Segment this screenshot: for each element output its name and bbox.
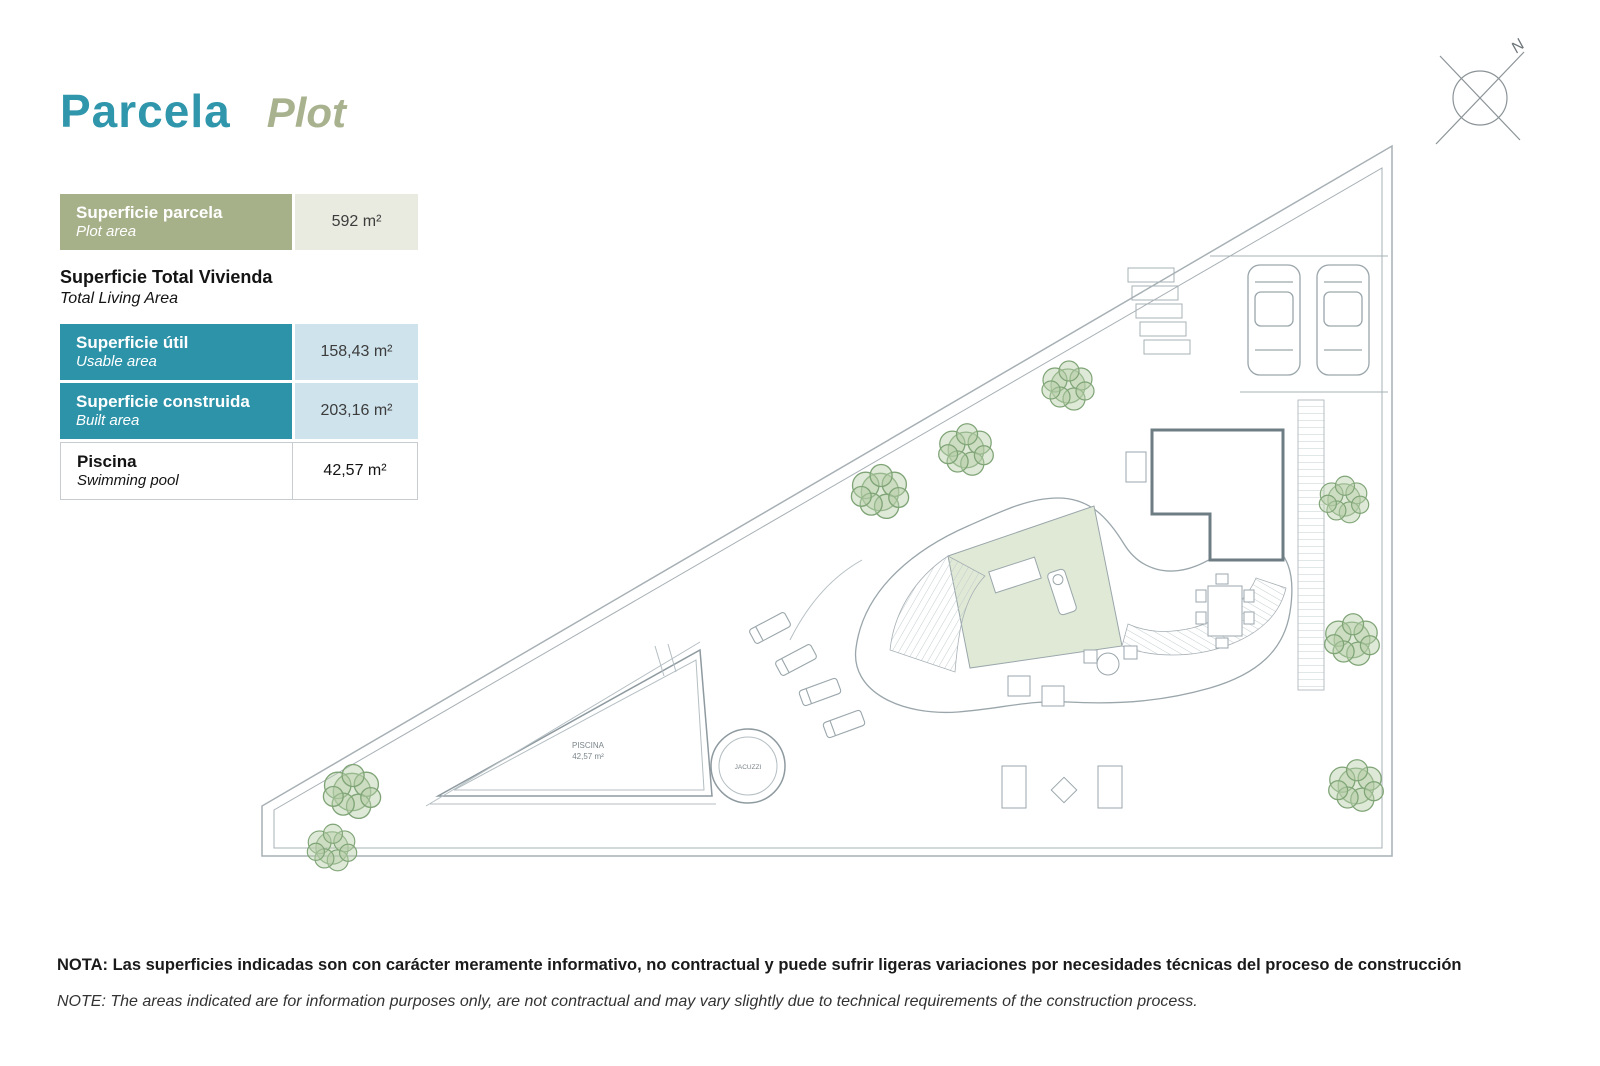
jacuzzi-label: JACUZZI — [735, 764, 762, 771]
plot-area-value: 592 m² — [295, 194, 418, 250]
sun-lounger — [797, 677, 843, 707]
roof-outline — [1150, 428, 1285, 562]
sun-lounger — [774, 642, 818, 678]
compass-north-label: N — [1508, 36, 1528, 57]
car-icon — [1316, 264, 1370, 376]
built-area-label: Superficie construida Built area — [60, 383, 292, 440]
page-subtitle: Plot — [266, 89, 347, 136]
round-table — [1007, 645, 1138, 707]
tree-icon — [306, 823, 358, 872]
tree-icon — [938, 423, 994, 476]
car-icon — [1247, 264, 1301, 376]
pool-area-row: Piscina Swimming pool 42,57 m² — [60, 442, 418, 501]
compass-icon: N — [1435, 36, 1528, 145]
tree-icon — [1324, 613, 1380, 666]
page-title: Parcela — [60, 85, 231, 137]
pool-area-label: 42,57 m² — [572, 752, 604, 761]
built-area-value: 203,16 m² — [295, 383, 418, 440]
tree-icon — [850, 463, 910, 520]
dining-table — [1195, 573, 1255, 649]
walkway-deck — [1297, 399, 1325, 691]
areas-table: Superficie parcela Plot area 592 m² Supe… — [60, 194, 418, 503]
deck-band — [889, 555, 986, 673]
usable-area-label: Superficie útil Usable area — [60, 324, 292, 381]
sun-lounger — [821, 709, 867, 739]
tree-icon — [1318, 475, 1370, 524]
tree-icon — [322, 763, 382, 820]
jacuzzi: JACUZZI — [710, 728, 786, 804]
note-spanish: NOTA: Las superficies indicadas son con … — [57, 956, 1462, 974]
page-header: Parcela Plot — [60, 84, 346, 138]
plot-area-label: Superficie parcela Plot area — [60, 194, 292, 250]
sun-lounger — [748, 610, 792, 646]
note-english: NOTE: The areas indicated are for inform… — [57, 993, 1198, 1010]
living-area-heading: Superficie Total Vivienda Total Living A… — [60, 267, 273, 308]
house-footprint — [789, 428, 1293, 714]
tree-icon — [1041, 360, 1095, 411]
tree-icon — [1328, 759, 1384, 812]
usable-area-row: Superficie útil Usable area 158,43 m² — [60, 324, 418, 381]
garden-furniture — [1001, 765, 1123, 809]
usable-area-value: 158,43 m² — [295, 324, 418, 381]
pool-label: PISCINA — [572, 741, 605, 750]
plot-boundary — [261, 144, 1393, 857]
pool-area-label: Piscina Swimming pool — [61, 443, 293, 500]
built-area-row: Superficie construida Built area 203,16 … — [60, 383, 418, 440]
driveway — [1127, 255, 1388, 393]
plot-area-row: Superficie parcela Plot area 592 m² — [60, 194, 418, 250]
pool-area-value: 42,57 m² — [293, 443, 417, 500]
lawn-lounger — [1047, 568, 1077, 616]
pool: PISCINA 42,57 m² — [425, 641, 716, 807]
